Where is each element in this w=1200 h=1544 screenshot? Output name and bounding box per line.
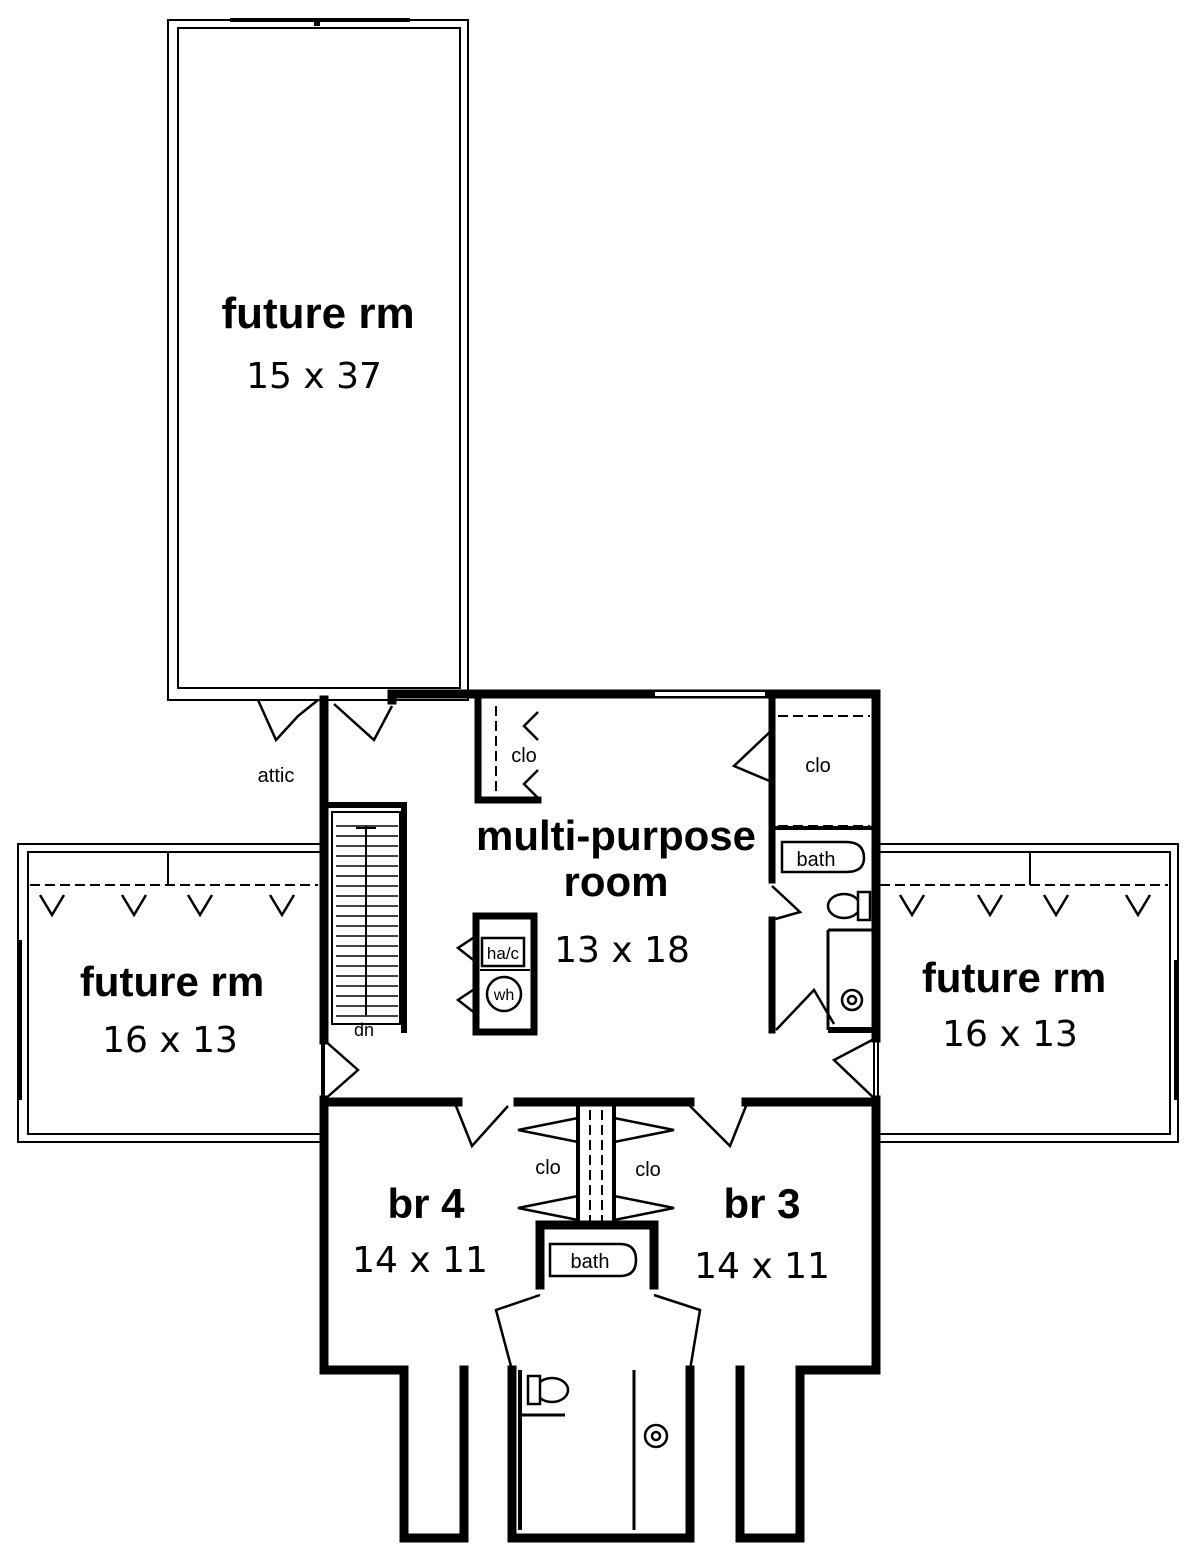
future-room-left-name: future rm xyxy=(80,958,264,1005)
br4-name: br 4 xyxy=(387,1180,465,1227)
wh-label: wh xyxy=(493,987,514,1004)
attic-label: attic xyxy=(258,765,295,787)
small-labels: attic clo clo bath dn ha/c wh clo clo ba… xyxy=(258,745,836,1273)
multi-room-name-line1: multi-purpose xyxy=(476,812,756,859)
closet-label-br4: clo xyxy=(535,1157,561,1179)
doors xyxy=(256,699,877,1371)
multi-room-name-line2: room xyxy=(564,858,669,905)
future-room-right-size: 16 x 13 xyxy=(942,1014,1078,1055)
closet-label-br3: clo xyxy=(635,1159,661,1181)
br3-size: 14 x 11 xyxy=(694,1246,830,1287)
stair-down-label: dn xyxy=(354,1020,374,1040)
closet-label-multi: clo xyxy=(511,745,537,767)
bath-label-right: bath xyxy=(797,849,836,871)
hac-label: ha/c xyxy=(487,944,520,963)
staircase xyxy=(331,811,401,1025)
future-room-top-name: future rm xyxy=(221,289,414,338)
stair-treads xyxy=(336,825,398,1017)
future-room-right-name: future rm xyxy=(922,954,1106,1001)
future-room-left-size: 16 x 13 xyxy=(102,1020,238,1061)
br3-name: br 3 xyxy=(723,1180,800,1227)
br4-size: 14 x 11 xyxy=(352,1240,488,1281)
fixtures xyxy=(480,840,872,1449)
bath-label-center: bath xyxy=(571,1251,610,1273)
future-room-top-size: 15 x 37 xyxy=(246,356,382,397)
room-labels: future rm 15 x 37 future rm 16 x 13 futu… xyxy=(80,289,1106,1287)
multi-room-size: 13 x 18 xyxy=(554,930,690,971)
closet-label-right: clo xyxy=(805,755,831,777)
